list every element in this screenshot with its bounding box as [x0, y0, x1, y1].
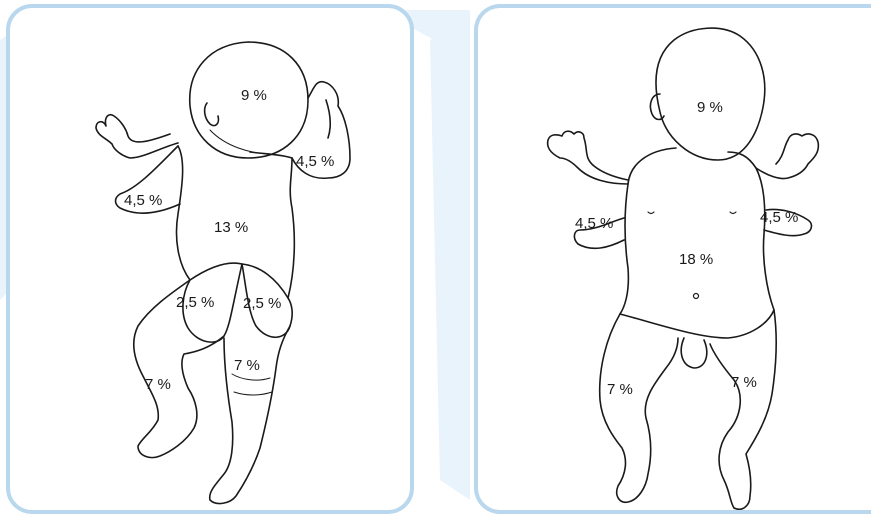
back-leg-right-percentage: 7 % — [234, 358, 260, 373]
back-buttock-right-percentage: 2,5 % — [243, 296, 281, 311]
front-arm-right — [756, 134, 818, 179]
baby-front-illustration — [478, 8, 871, 514]
front-view-panel: 9 % 4,5 % 4,5 % 18 % 7 % 7 % — [474, 4, 871, 514]
front-leg-right — [710, 310, 776, 509]
back-buttock-left-percentage: 2,5 % — [176, 295, 214, 310]
front-leg-left — [600, 314, 678, 502]
front-arm-left — [548, 131, 628, 184]
front-trunk — [620, 148, 774, 338]
back-arm-left — [96, 115, 178, 158]
front-trunk-percentage: 18 % — [679, 252, 713, 267]
front-arm-right-percentage: 4,5 % — [760, 210, 798, 225]
baby-back-illustration — [10, 8, 414, 514]
back-leg-right — [210, 326, 290, 503]
back-arm-left-percentage: 4,5 % — [124, 193, 162, 208]
front-head — [656, 28, 765, 160]
front-leg-left-percentage: 7 % — [607, 382, 633, 397]
back-head-percentage: 9 % — [241, 88, 267, 103]
front-arm-left-percentage: 4,5 % — [575, 216, 613, 231]
back-view-panel: 9 % 4,5 % 4,5 % 13 % 2,5 % 2,5 % 7 % 7 % — [6, 4, 414, 514]
back-trunk-percentage: 13 % — [214, 220, 248, 235]
back-leg-left-percentage: 7 % — [145, 377, 171, 392]
back-arm-right-percentage: 4,5 % — [296, 154, 334, 169]
front-leg-right-percentage: 7 % — [731, 375, 757, 390]
front-head-percentage: 9 % — [697, 100, 723, 115]
